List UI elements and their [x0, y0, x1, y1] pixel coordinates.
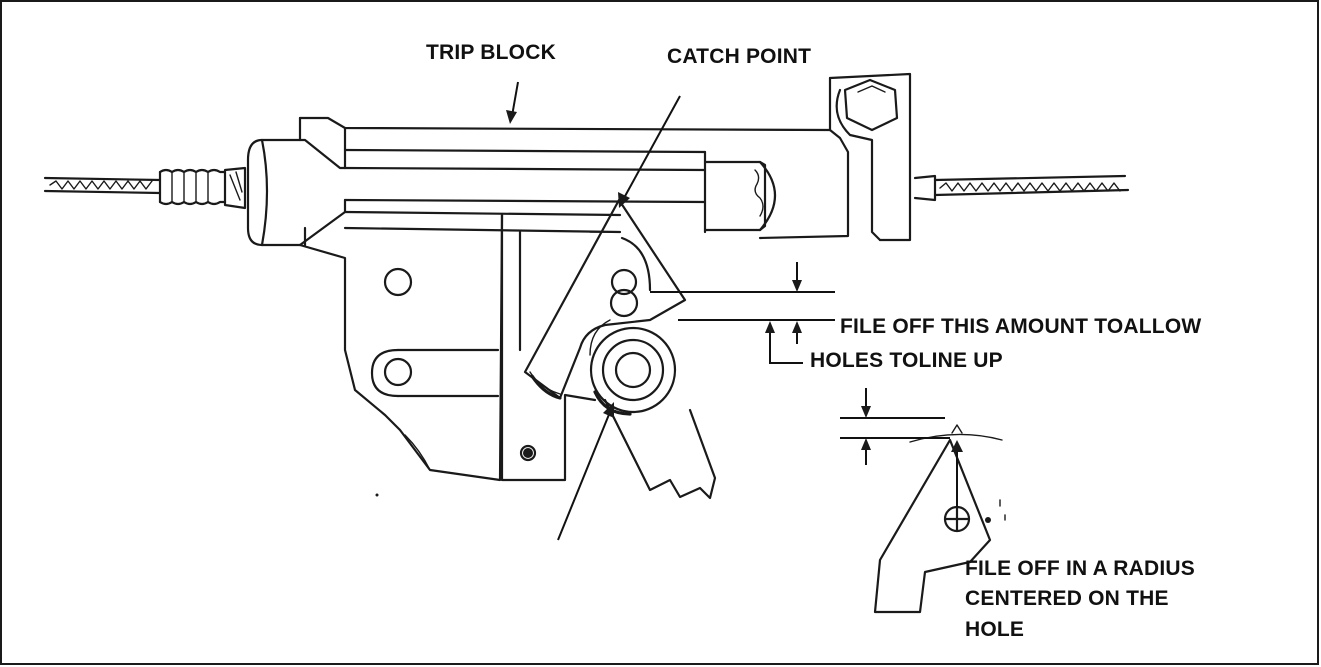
roller-and-arm: [563, 319, 717, 500]
file-radius-label-line1: FILE OFF IN A RADIUS: [965, 557, 1195, 580]
catch-point-label: CATCH POINT: [667, 45, 812, 68]
detail-dimension: [840, 388, 950, 465]
catch-point-leader: [618, 95, 681, 208]
file-amount-dimension: [650, 262, 835, 364]
right-cable: [913, 174, 1130, 202]
trip-block-body: [246, 72, 912, 482]
catch-lever: [523, 198, 687, 400]
left-cable-fitting: [158, 166, 247, 210]
file-amount-label-line1: FILE OFF THIS AMOUNT TOALLOW: [840, 315, 1202, 338]
file-radius-label-line2: CENTERED ON THE: [965, 587, 1169, 610]
trip-block-label: TRIP BLOCK: [426, 41, 556, 64]
file-amount-label-line2: HOLES TOLINE UP: [810, 349, 1003, 372]
trip-block-leader: [506, 81, 519, 124]
roller-leader: [557, 402, 614, 541]
file-radius-label-line3: HOLE: [965, 618, 1025, 641]
detail-catch: [873, 424, 1006, 614]
left-cable: [43, 176, 162, 195]
